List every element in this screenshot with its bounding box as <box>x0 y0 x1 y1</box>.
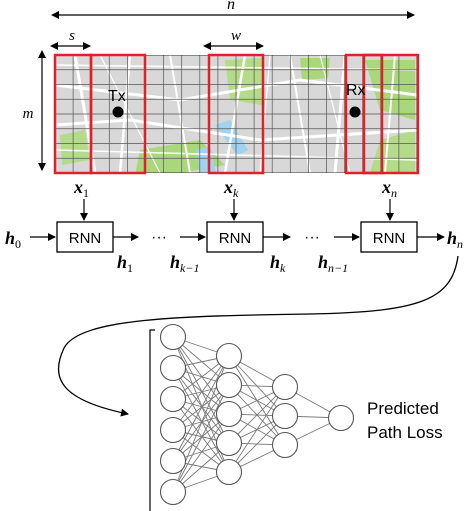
svg-text:xn: xn <box>381 177 397 200</box>
nn-edge <box>228 415 286 473</box>
nn-edge <box>172 336 230 444</box>
rnn-block-n: RNN <box>360 221 418 253</box>
output-curve-arrow <box>57 255 459 417</box>
nn-node-layer-1 <box>159 478 187 506</box>
nn-node-layer-3 <box>271 431 299 459</box>
svg-text:xk: xk <box>223 177 239 200</box>
rx-marker: Rx <box>346 82 366 118</box>
nn-edge <box>172 336 230 415</box>
hidden-h1: h1 <box>117 252 133 275</box>
hidden-hk-minus-1: hk−1 <box>170 252 199 275</box>
nn-edge <box>228 386 286 473</box>
window-n <box>362 53 420 175</box>
ellipsis-1: ··· <box>151 229 167 246</box>
nn-edges <box>172 336 342 493</box>
s-label: s <box>69 28 75 44</box>
nn-edge <box>172 367 230 473</box>
input-xn: xn <box>381 177 397 200</box>
map-park <box>60 130 90 165</box>
sliding-windows <box>53 53 420 175</box>
input-xk: xk <box>223 177 239 200</box>
nn-node-layer-4 <box>327 404 355 432</box>
nn-nodes <box>159 323 355 506</box>
tx-label: Tx <box>108 88 126 105</box>
neural-network <box>149 323 355 511</box>
svg-text:x1: x1 <box>73 177 89 200</box>
output-label-line2: Path Loss <box>367 423 443 442</box>
nn-node-layer-2 <box>215 371 243 399</box>
nn-node-layer-1 <box>159 447 187 475</box>
nn-node-layer-1 <box>159 354 187 382</box>
nn-node-layer-3 <box>271 373 299 401</box>
hidden-hn: hn <box>447 228 463 251</box>
n-label: n <box>227 0 235 13</box>
ellipsis-2: ··· <box>304 229 320 246</box>
nn-node-layer-1 <box>159 385 187 413</box>
map-water <box>196 146 216 172</box>
nn-node-layer-2 <box>215 400 243 428</box>
hidden-hn-minus-1: hn−1 <box>318 252 348 275</box>
svg-text:RNN: RNN <box>373 230 406 247</box>
output-label: Predicted Path Loss <box>367 399 444 442</box>
nn-edge <box>172 355 230 431</box>
nn-node-layer-2 <box>215 458 243 486</box>
hidden-hk: hk <box>270 252 286 275</box>
input-bracket <box>149 329 155 511</box>
nn-edge <box>172 398 230 473</box>
nn-node-layer-1 <box>159 323 187 351</box>
nn-node-layer-1 <box>159 416 187 444</box>
w-label: w <box>231 28 241 44</box>
w-dimension: w <box>203 28 264 50</box>
window-k <box>207 53 265 175</box>
input-x1: x1 <box>73 177 89 200</box>
nn-node-layer-3 <box>271 402 299 430</box>
nn-edge <box>172 355 230 462</box>
rnn-block-1: RNN <box>56 221 114 253</box>
rx-label: Rx <box>346 82 366 99</box>
rnn-block-k: RNN <box>206 221 264 253</box>
window-2 <box>89 53 147 175</box>
city-map <box>55 55 417 173</box>
tx-marker: Tx <box>108 88 126 118</box>
m-dimension: m <box>23 50 46 171</box>
n-dimension: n <box>51 0 415 19</box>
svg-text:RNN: RNN <box>219 230 252 247</box>
m-label: m <box>23 106 34 122</box>
output-label-line1: Predicted <box>367 399 439 418</box>
input-arrows <box>80 199 394 221</box>
s-dimension: s <box>50 28 91 50</box>
nn-edge <box>172 367 230 444</box>
svg-text:RNN: RNN <box>69 230 102 247</box>
nn-node-layer-2 <box>215 342 243 370</box>
nn-edge <box>172 384 230 493</box>
map-park <box>365 60 415 120</box>
nn-edge <box>172 413 230 493</box>
hidden-h0: h0 <box>5 228 21 251</box>
map-grid <box>55 55 417 173</box>
nn-edge <box>228 386 286 444</box>
nn-node-layer-2 <box>215 429 243 457</box>
